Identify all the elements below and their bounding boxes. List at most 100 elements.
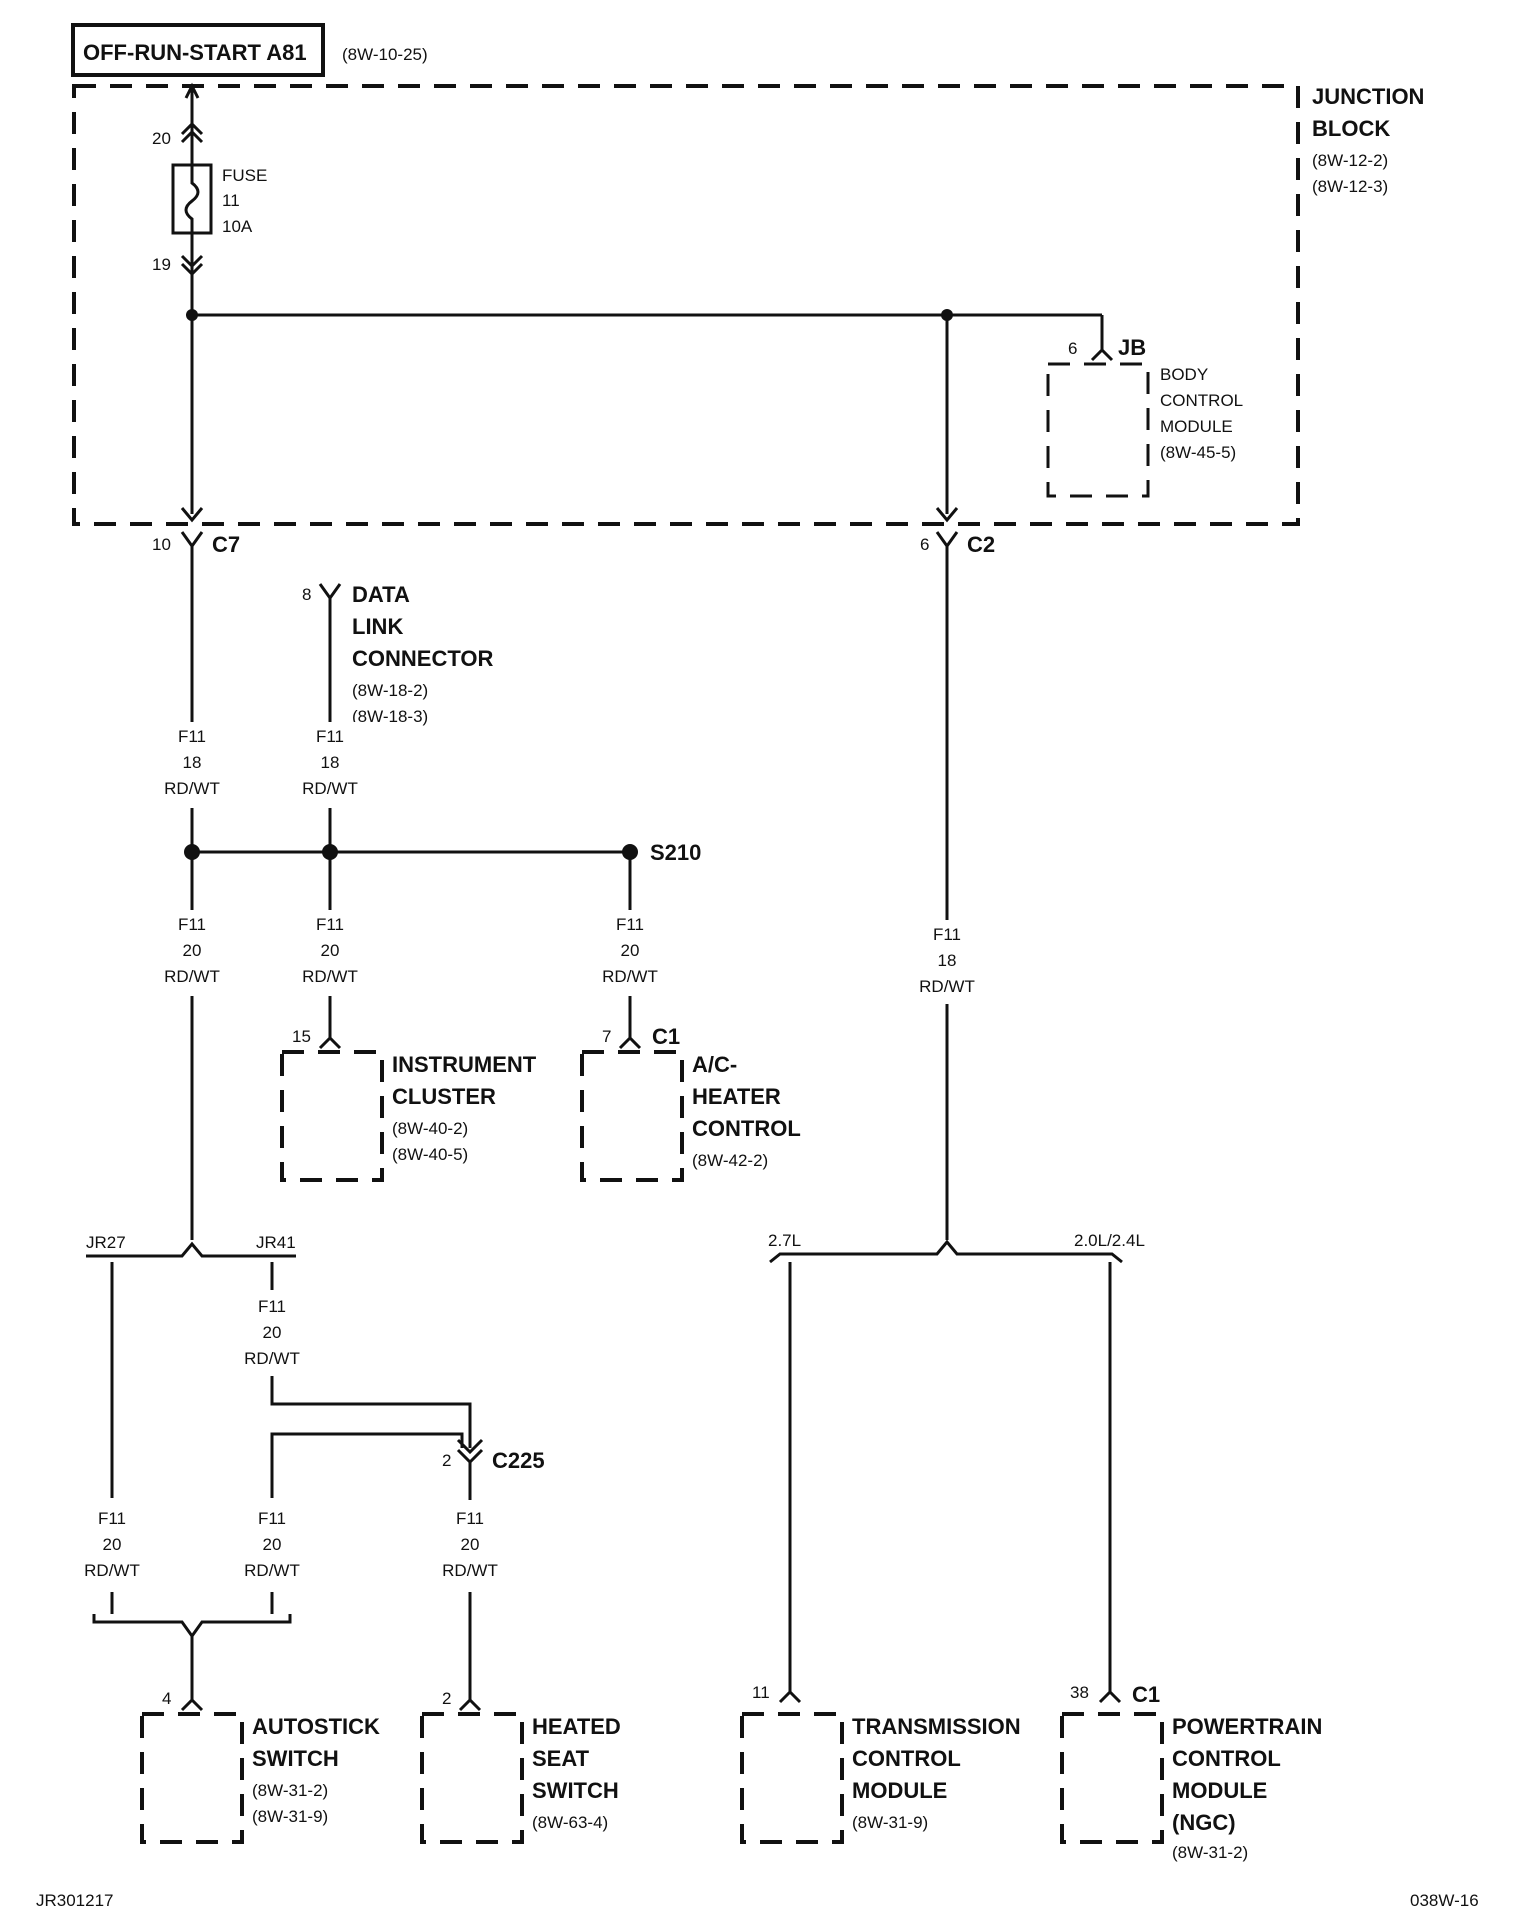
svg-text:RD/WT: RD/WT [84,1561,140,1580]
fuse-label: FUSE [222,166,267,185]
svg-text:F11: F11 [456,1509,484,1528]
dlc-name-1: DATA [352,582,410,607]
svg-text:F11: F11 [178,727,206,746]
cluster-name-2: CLUSTER [392,1084,496,1109]
autostick-box [140,1712,244,1844]
cluster-ref-2: (8W-40-5) [392,1145,468,1164]
svg-text:RD/WT: RD/WT [302,967,358,986]
c225-pin: 2 [442,1451,451,1470]
tcm-name-3: MODULE [852,1778,947,1803]
dlc-name-2: LINK [352,614,403,639]
svg-text:20: 20 [263,1323,282,1342]
heated-seat-name-1: HEATED [532,1714,621,1739]
svg-text:20: 20 [321,941,340,960]
option-20l-24l: 2.0L/2.4L [1074,1231,1145,1250]
svg-text:18: 18 [183,753,202,772]
junction-bus [180,275,1114,523]
svg-text:F11: F11 [316,915,344,934]
ac-name-2: HEATER [692,1084,781,1109]
svg-text:RD/WT: RD/WT [244,1349,300,1368]
wire-label-c2: F11 18 RD/WT [915,920,979,998]
fuse-number: 11 [222,191,240,210]
cluster-ref-1: (8W-40-2) [392,1119,468,1138]
bcm-name-3: MODULE [1160,417,1233,436]
junction-block-ref-1: (8W-12-2) [1312,151,1388,170]
fuse-symbol [171,163,213,235]
ac-box [580,1050,684,1182]
svg-text:RD/WT: RD/WT [244,1561,300,1580]
cluster-pin: 15 [292,1027,311,1046]
svg-text:F11: F11 [933,925,961,944]
ac-pin: 7 [602,1027,611,1046]
c7-pin: 10 [152,535,171,554]
svg-text:F11: F11 [616,915,644,934]
svg-text:F11: F11 [316,727,344,746]
junction-block-name-1: JUNCTION [1312,84,1424,109]
fuse-pin-in: 20 [152,129,171,148]
tcm-box [740,1712,844,1844]
title-ref: (8W-10-25) [342,45,428,64]
dlc-pin: 8 [302,585,311,604]
svg-text:20: 20 [461,1535,480,1554]
bcm-box [1046,362,1150,498]
heated-seat-pin: 2 [442,1689,451,1708]
splice-bus [184,808,638,920]
title-box [71,23,325,77]
tcm-name-2: CONTROL [852,1746,961,1771]
footer-code-left: JR301217 [36,1891,114,1910]
fuse-output [180,233,204,277]
pcm-name-3: MODULE [1172,1778,1267,1803]
wire-label-dlc: F11 18 RD/WT [298,722,362,800]
c7-name: C7 [212,532,240,557]
svg-text:18: 18 [938,951,957,970]
wire-label-jr41: F11 20 RD/WT [240,1292,304,1370]
autostick-ref-2: (8W-31-9) [252,1807,328,1826]
svg-text:18: 18 [321,753,340,772]
cluster-box [280,1050,384,1182]
pcm-ref: (8W-31-2) [1172,1843,1248,1862]
page-title: OFF-RUN-START A81 [83,40,307,65]
pcm-connector [1098,1689,1122,1704]
footer-code-right: 038W-16 [1410,1891,1479,1910]
connector-c2 [935,531,959,925]
autostick-name-2: SWITCH [252,1746,339,1771]
junction-block-ref-2: (8W-12-3) [1312,177,1388,196]
left-option-split [86,996,296,1498]
dlc-ref-1: (8W-18-2) [352,681,428,700]
svg-text:RD/WT: RD/WT [164,779,220,798]
svg-text:20: 20 [621,941,640,960]
c225-routing [270,1376,484,1500]
fuse-rating: 10A [222,217,253,236]
svg-text:F11: F11 [258,1509,286,1528]
heated-seat-name-2: SEAT [532,1746,590,1771]
tcm-ref: (8W-31-9) [852,1813,928,1832]
svg-text:RD/WT: RD/WT [302,779,358,798]
svg-text:F11: F11 [258,1297,286,1316]
wire-label-cluster: F11 20 RD/WT [298,910,362,988]
svg-text:F11: F11 [178,915,206,934]
pcm-pin: 38 [1070,1683,1089,1702]
bcm-ref: (8W-45-5) [1160,443,1236,462]
dlc-ref-2: (8W-18-3) [352,707,428,726]
wire-label-jr41-lower: F11 20 RD/WT [240,1504,304,1582]
dlc-connector [318,583,342,730]
heated-seat-ref: (8W-63-4) [532,1813,608,1832]
splice-name: S210 [650,840,701,865]
c225-name: C225 [492,1448,545,1473]
autostick-pin: 4 [162,1689,171,1708]
ac-name-3: CONTROL [692,1116,801,1141]
cluster-name-1: INSTRUMENT [392,1052,537,1077]
tcm-pin: 11 [752,1683,770,1702]
cluster-connector [318,996,342,1050]
option-27l: 2.7L [768,1231,801,1250]
junction-block-name-2: BLOCK [1312,116,1390,141]
svg-text:RD/WT: RD/WT [164,967,220,986]
svg-text:20: 20 [103,1535,122,1554]
tcm-name-1: TRANSMISSION [852,1714,1021,1739]
heated-seat-box [420,1712,524,1844]
pcm-name-4: (NGC) [1172,1810,1236,1835]
autostick-merge [92,1592,292,1712]
right-option-split [769,1004,1123,1692]
pcm-box [1060,1712,1164,1844]
